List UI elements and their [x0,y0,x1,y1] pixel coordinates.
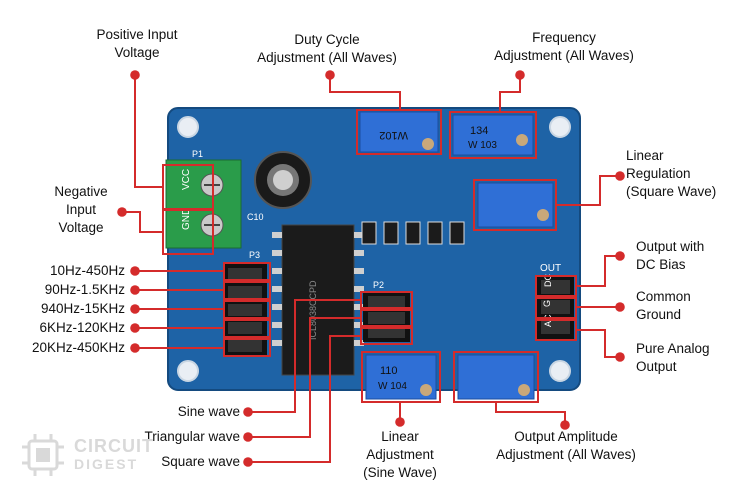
pot-sine-label: 110 [380,365,398,377]
g-pin-label: G [542,300,552,307]
label-range-4: 6KHz-120KHz [39,320,125,335]
brand-logo: CIRCUIT DIGEST [20,432,153,482]
out-label: OUT [540,263,561,274]
brand-line1: CIRCUIT [74,436,154,456]
p3-label: P3 [249,250,260,260]
pot-duty-cycle [359,111,439,153]
chip-icon [22,434,64,476]
label-sine-wave: Sine wave [177,404,240,419]
resistor-row [361,221,465,245]
label-range-2: 90Hz-1.5KHz [44,282,125,297]
c10-label: C10 [247,212,264,222]
electrolytic-capacitor [254,151,312,209]
pot-duty-label: W102 [379,129,408,141]
brand-line2: DIGEST [74,456,139,472]
pot-frequency-label: 134 [470,125,488,137]
vcc-label: VCC [181,169,192,190]
p2-label: P2 [373,280,384,290]
label-range-1: 10Hz-450Hz [49,263,125,278]
label-range-3: 940Hz-15KHz [40,301,125,316]
pot-output-amplitude [457,354,535,400]
gnd-label: GND [181,208,192,230]
label-triangular-wave: Triangular wave [144,429,240,444]
wave-select-header [363,292,410,342]
output-header [537,276,574,340]
ic-label: ICL8038CCPD [308,280,318,340]
pot-linear-sine [365,354,437,400]
pot-sine-label-b: W 104 [378,381,407,392]
pot-frequency-label-b: W 103 [468,140,497,151]
pot-frequency [452,114,534,156]
pot-linear-regulation [477,182,554,228]
dc-pin-label: DC [543,274,553,287]
label-square-wave: Square wave [161,454,240,469]
range-jumper-header [223,264,267,356]
power-terminal-block [165,159,242,249]
p1-label: P1 [192,149,203,159]
leader-lines [117,70,625,467]
label-range-5: 20KHz-450KHz [31,340,125,355]
